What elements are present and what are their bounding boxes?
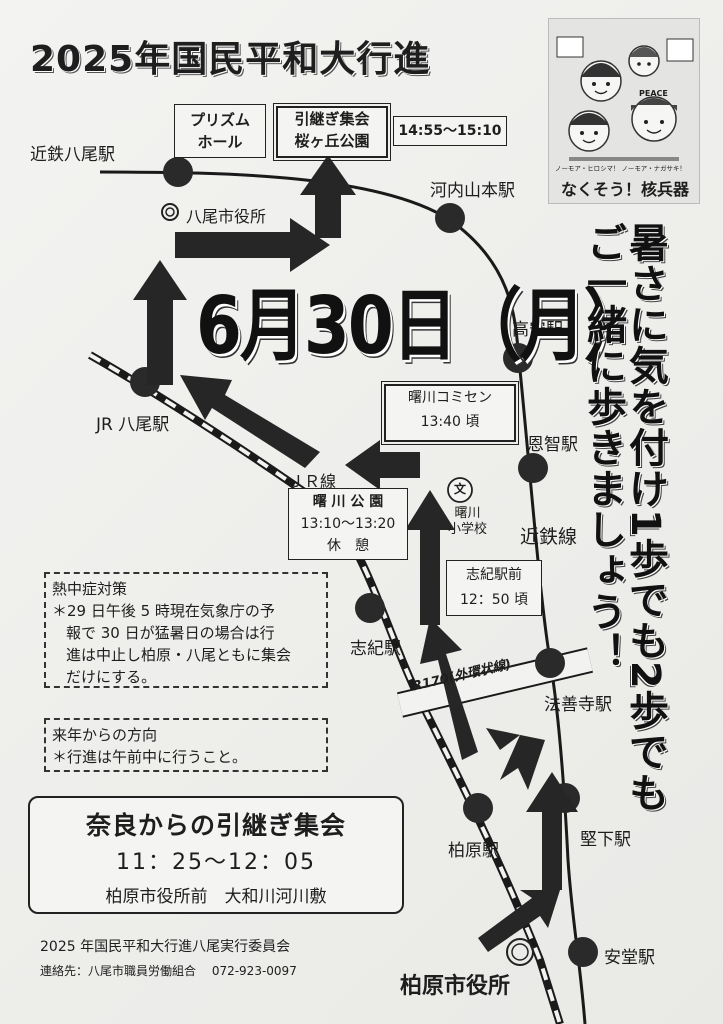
label-yao-city-hall: 八尾市役所 bbox=[186, 207, 267, 226]
station-dot-ando bbox=[568, 937, 598, 967]
arrow-nw-main bbox=[180, 375, 320, 468]
label-takayasu: 高安駅 bbox=[512, 320, 563, 340]
station-dot-onji bbox=[518, 453, 548, 483]
label-jr-yao: JR 八尾駅 bbox=[96, 415, 170, 435]
park-note: 休 憩 bbox=[327, 538, 369, 554]
label-kashiwara: 柏原駅 bbox=[448, 841, 499, 861]
main-event-place: 柏原市役所前 大和川河川敷 bbox=[105, 887, 327, 907]
goal-rally-label: 引継ぎ集会 bbox=[294, 110, 370, 128]
heat-line-3: 進は中止し柏原・八尾ともに集会 bbox=[66, 646, 292, 664]
station-dot-hozenji bbox=[535, 648, 565, 678]
shiki-front-stop-box: 志紀駅前 12：50 頃 bbox=[446, 560, 542, 616]
station-dot-kawachiyamamoto bbox=[435, 203, 465, 233]
goal-time-box: 14:55～15:10 bbox=[393, 116, 507, 146]
arrow-right-cityhall bbox=[175, 218, 330, 272]
prism-hall-line1: プリズム bbox=[189, 111, 250, 129]
label-hozenji: 法善寺駅 bbox=[544, 695, 612, 715]
label-shiki: 志紀駅 bbox=[350, 639, 401, 659]
school-label-line1: 曙川 bbox=[454, 506, 481, 521]
footer-organizer: 2025 年国民平和大行進八尾実行委員会 bbox=[40, 939, 291, 955]
arrow-down-hozenji bbox=[486, 728, 545, 790]
arrow-up-r170 bbox=[420, 618, 478, 760]
park-rest-box: 曙 川 公 園 13:10～13:20 休 憩 bbox=[288, 488, 408, 560]
arrow-up-left bbox=[133, 260, 187, 385]
park-time: 13:10～13:20 bbox=[300, 516, 396, 532]
arrow-up-goal bbox=[300, 155, 356, 238]
heat-line-1: ＊29 日午後 5 時現在気象庁の予 bbox=[52, 602, 275, 620]
campaign-poster-illustration: PEACE ノーモア・ヒロシマ！ ノーモア・ナガサキ！ なくそう！核兵器 bbox=[548, 18, 700, 204]
main-event-heading: 奈良からの引継ぎ集会 bbox=[85, 811, 346, 840]
main-event-time: 11：25～12：05 bbox=[116, 850, 316, 875]
children-illustration bbox=[556, 36, 694, 161]
goal-time: 14:55～15:10 bbox=[398, 123, 502, 139]
goal-rally-place: 桜ヶ丘公園 bbox=[294, 132, 370, 150]
comisen-time: 13:40 頃 bbox=[420, 414, 480, 430]
station-dot-shiki bbox=[355, 593, 385, 623]
prism-hall-box: プリズム ホール bbox=[174, 104, 266, 158]
heat-line-2: 報で 30 日が猛暑日の場合は行 bbox=[66, 624, 275, 642]
label-kashiwara-city-hall: 柏原市役所 bbox=[400, 974, 511, 999]
school-label-line2: 小学校 bbox=[448, 522, 488, 537]
march-date: 6月30日（月） bbox=[196, 280, 650, 373]
prism-hall-line2: ホール bbox=[197, 133, 243, 151]
label-onji: 恩智駅 bbox=[527, 435, 578, 455]
label-jr-line: ＪＲ線 bbox=[288, 472, 337, 491]
station-dot-kintetsu-yao bbox=[163, 157, 193, 187]
footer-contact: 連絡先：八尾市職員労働組合 072-923-0097 bbox=[40, 964, 297, 978]
comisen-name: 曙川コミセン bbox=[408, 390, 492, 406]
shiki-front-name: 志紀駅前 bbox=[466, 567, 522, 583]
kashiwara-city-hall-marker bbox=[506, 938, 534, 966]
slogan-line-1: 暑さに気を付け1歩でも2歩でも bbox=[622, 222, 668, 813]
poster-main-slogan: なくそう！核兵器 bbox=[561, 180, 690, 199]
park-name: 曙 川 公 園 bbox=[312, 494, 384, 510]
school-symbol bbox=[447, 477, 473, 503]
heat-measures-box: 熱中症対策 ＊29 日午後 5 時現在気象庁の予 報で 30 日が猛暑日の場合は… bbox=[44, 572, 328, 688]
shiki-front-time: 12：50 頃 bbox=[459, 592, 529, 608]
label-kawachiyamamoto: 河内山本駅 bbox=[430, 181, 515, 201]
next-year-heading: 来年からの方向 bbox=[52, 726, 158, 744]
comisen-stop-box: 曙川コミセン 13:40 頃 bbox=[381, 381, 519, 445]
goal-rally-box: 引継ぎ集会 桜ヶ丘公園 bbox=[273, 103, 391, 161]
next-year-line: ＊行進は午前中に行うこと。 bbox=[52, 748, 248, 766]
poster-small-slogan: ノーモア・ヒロシマ！ ノーモア・ナガサキ！ bbox=[555, 164, 686, 173]
next-year-box: 来年からの方向 ＊行進は午前中に行うこと。 bbox=[44, 718, 328, 772]
slogan-line-2: ご一緒に歩きましょう！ bbox=[580, 222, 626, 673]
heat-line-4: だけにする。 bbox=[66, 668, 157, 686]
arrow-start-ne bbox=[478, 890, 560, 952]
nara-handover-rally-box: 奈良からの引継ぎ集会 11：25～12：05 柏原市役所前 大和川河川敷 bbox=[28, 796, 404, 914]
yao-city-hall-marker bbox=[161, 203, 179, 221]
station-dot-takayasu bbox=[503, 343, 533, 373]
poster-cap-text: PEACE bbox=[639, 89, 668, 98]
slogan-text: 暑さに気を付け1歩でも2歩でも ご一緒に歩きましょう！ bbox=[580, 222, 668, 813]
label-kintetsu-line: 近鉄線 bbox=[520, 526, 578, 548]
heat-heading: 熱中症対策 bbox=[52, 580, 128, 598]
label-kintetsu-yao: 近鉄八尾駅 bbox=[30, 145, 115, 165]
school-label: 曙川 小学校 bbox=[448, 506, 487, 538]
arrow-up-akegawa bbox=[405, 490, 455, 625]
route-arrows bbox=[133, 155, 578, 952]
label-ando: 安堂駅 bbox=[604, 948, 655, 968]
label-katashimo: 堅下駅 bbox=[580, 830, 631, 850]
station-dot-kashiwara bbox=[463, 793, 493, 823]
arrow-up-katashimo bbox=[526, 772, 578, 890]
arrow-left-jr bbox=[345, 440, 420, 490]
school-symbol-text: 文 bbox=[453, 482, 466, 496]
page-title: 2025年国民平和大行進 bbox=[30, 39, 431, 80]
